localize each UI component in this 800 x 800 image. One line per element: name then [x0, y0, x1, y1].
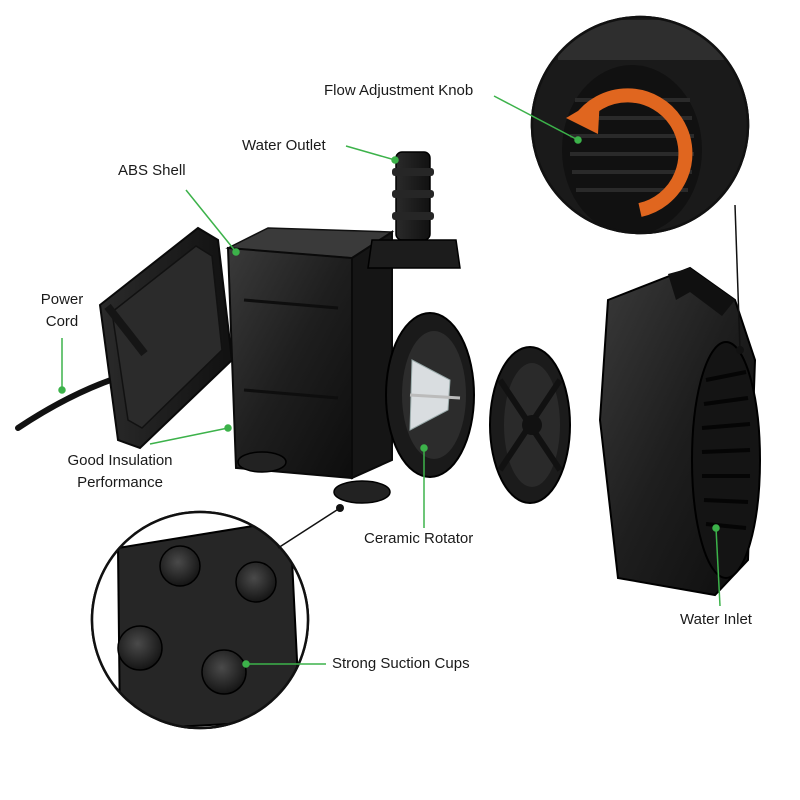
open-lid	[98, 226, 234, 450]
abs-shell-label: ABS Shell	[118, 162, 186, 179]
water-outlet-nozzle	[367, 151, 461, 269]
ceramic-rotator-label: Ceramic Rotator	[364, 530, 474, 547]
flow-arrow-icon	[574, 88, 693, 217]
suction-cups-label: Strong Suction Cups	[332, 655, 470, 672]
water-outlet-label: Water Outlet	[242, 137, 326, 154]
suction-foot	[237, 451, 287, 473]
callout-lines	[58, 95, 721, 668]
insulation-label-line1: Good Insulation	[67, 452, 173, 469]
power-cord-label: Power Cord	[30, 289, 94, 333]
power-cord-label-line2: Cord	[45, 313, 79, 330]
power-cord-label-line1: Power	[40, 291, 84, 308]
insulation-label: Good Insulation Performance	[56, 450, 184, 494]
inlet-cover	[598, 266, 761, 597]
fan-cover	[489, 346, 571, 504]
water-inlet-label: Water Inlet	[680, 611, 752, 628]
flow-knob-detail	[530, 15, 750, 354]
insulation-label-line2: Performance	[77, 474, 163, 491]
flow-knob-label: Flow Adjustment Knob	[324, 82, 474, 99]
suction-cups-detail	[90, 504, 344, 730]
impeller-housing	[385, 312, 475, 478]
pump-body	[225, 227, 395, 504]
suction-foot	[333, 480, 391, 504]
